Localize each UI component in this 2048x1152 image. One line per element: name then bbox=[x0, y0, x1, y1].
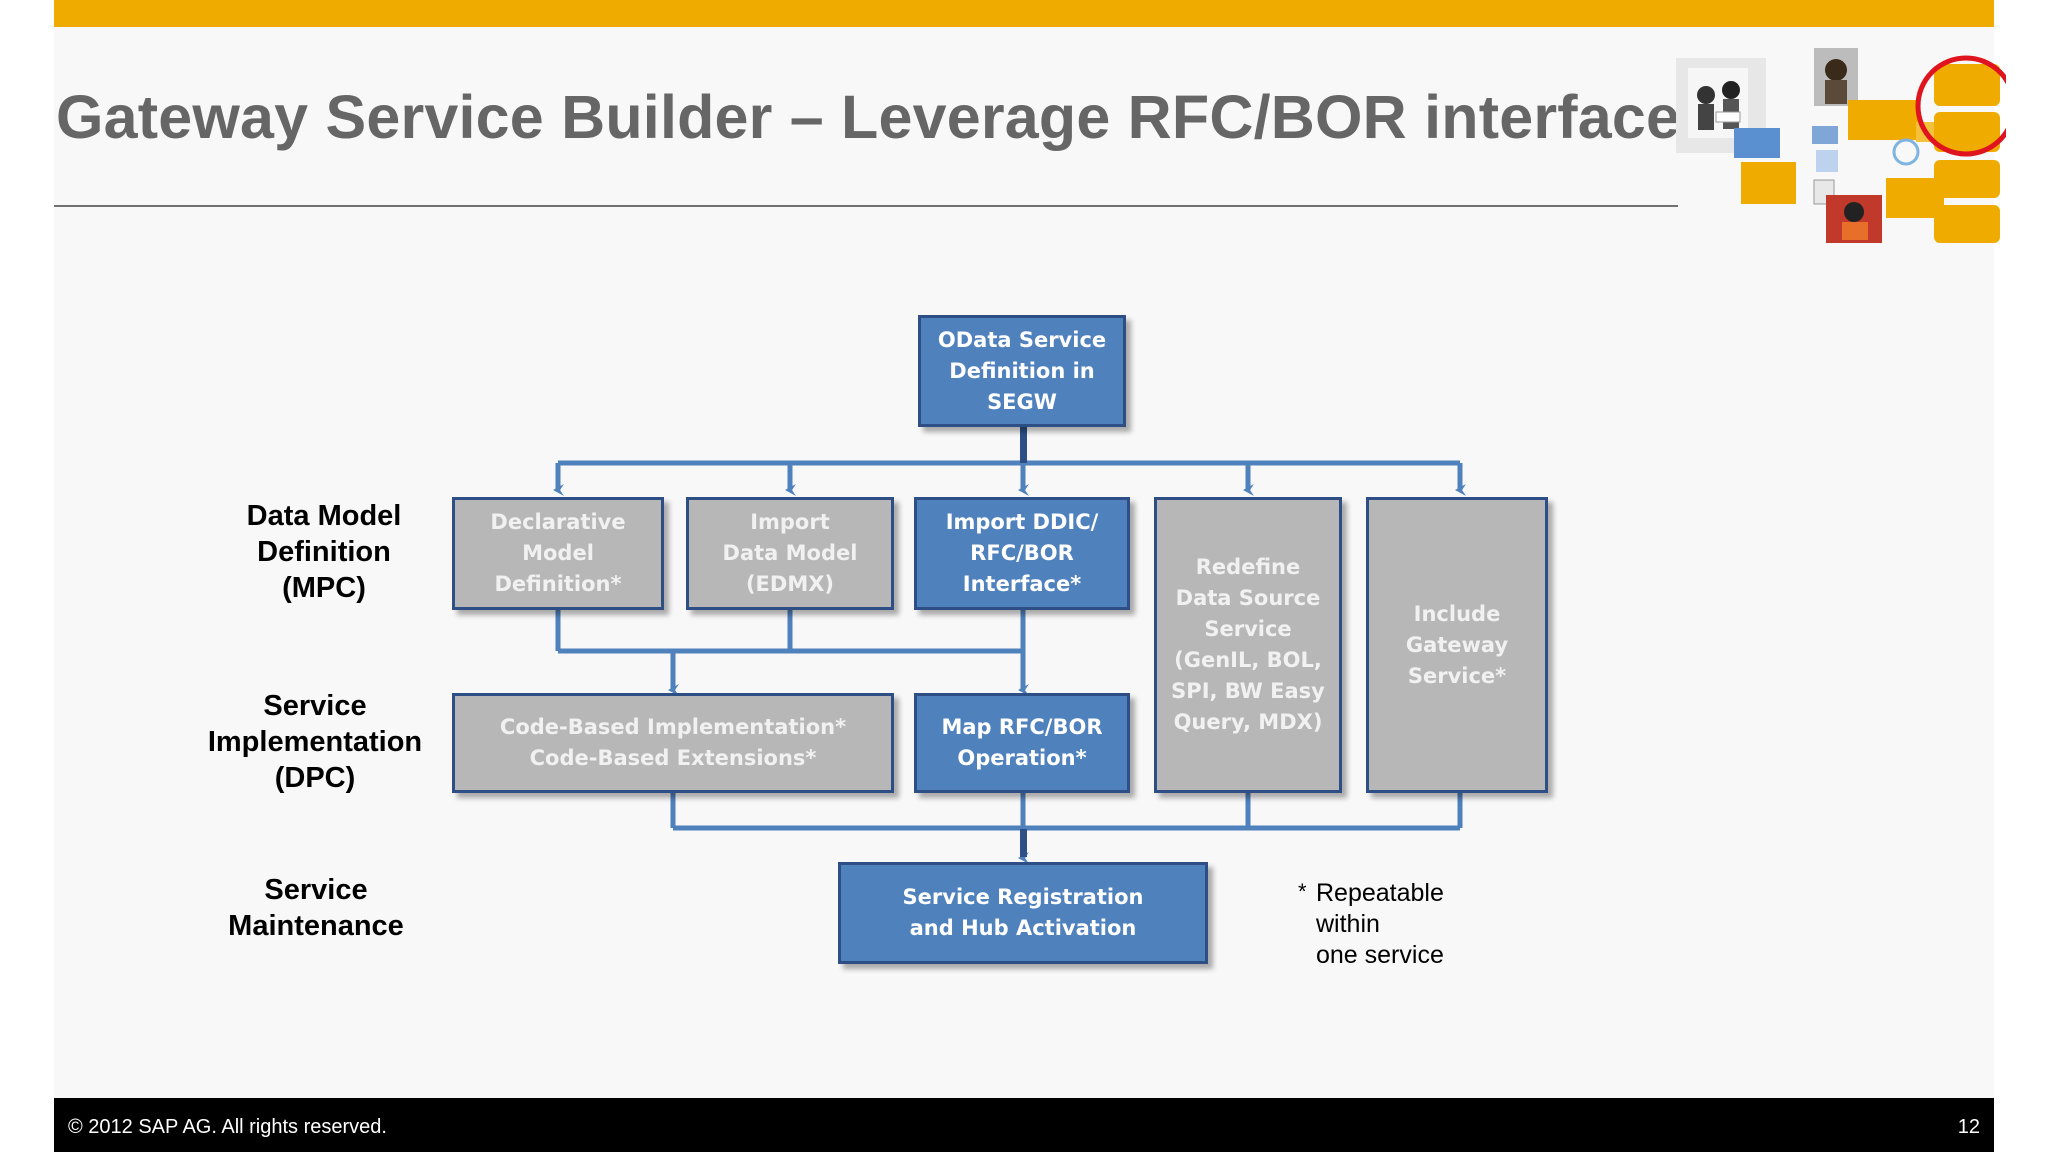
row-label-service-maintenance: Service Maintenance bbox=[228, 874, 404, 942]
title-divider bbox=[54, 205, 1678, 207]
import-data-model-edmx-box: Import Data Model (EDMX) bbox=[686, 497, 894, 610]
row-label-service-implementation: Service Implementation (DPC) bbox=[207, 690, 423, 794]
footnote-asterisk: * bbox=[1298, 879, 1307, 904]
slide-footer: © 2012 SAP AG. All rights reserved. 12 bbox=[54, 1098, 1994, 1152]
service-registration-hub-activation-box: Service Registration and Hub Activation bbox=[838, 862, 1208, 964]
row-label-data-model-definition: Data Model Definition (MPC) bbox=[246, 500, 402, 604]
odata-service-definition-box: OData Service Definition in SEGW bbox=[918, 315, 1126, 427]
footnote-text: Repeatable within one service bbox=[1316, 879, 1444, 969]
declarative-model-definition-box: Declarative Model Definition* bbox=[452, 497, 664, 610]
page-number: 12 bbox=[1957, 1116, 1980, 1138]
import-ddic-rfc-bor-interface-box: Import DDIC/ RFC/BOR Interface* bbox=[914, 497, 1130, 610]
map-rfc-bor-operation-box: Map RFC/BOR Operation* bbox=[914, 693, 1130, 793]
redefine-data-source-service-box: Redefine Data Source Service (GenIL, BOL… bbox=[1154, 497, 1342, 793]
accent-top-bar bbox=[54, 0, 1994, 27]
footer-copyright: © 2012 SAP AG. All rights reserved. bbox=[68, 1116, 387, 1138]
include-gateway-service-box: Include Gateway Service* bbox=[1366, 497, 1548, 793]
code-based-implementation-box: Code-Based Implementation* Code-Based Ex… bbox=[452, 693, 894, 793]
roadmap-thumbnail-image bbox=[1676, 48, 2006, 243]
slide-title: Gateway Service Builder – Leverage RFC/B… bbox=[56, 83, 1715, 151]
